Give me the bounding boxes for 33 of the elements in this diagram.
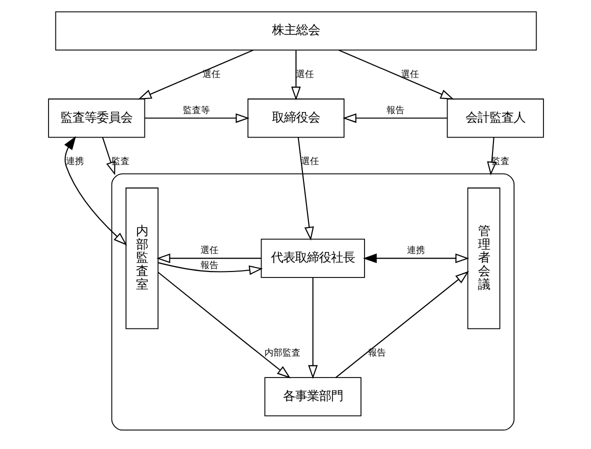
arrow [334,271,468,378]
node-box: 代表取締役社長 [260,238,364,278]
node-box: 各事業部門 [264,377,361,416]
edge-label: 選任 [400,70,418,80]
arrow [362,254,469,264]
arrow [290,50,300,100]
arrow [137,50,253,100]
arrow [338,50,454,100]
arrow [144,113,249,123]
node-box: 監査等委員会 [48,98,145,138]
arrow [156,254,261,264]
edge-label: 報告 [200,261,218,272]
node-box: 会計監査人 [446,98,544,138]
cluster [110,173,514,431]
edge-label: 連携 [406,246,425,256]
arrow [102,137,115,176]
node-box: 株主総会 [54,11,536,50]
node-box: 内部監査室 [125,188,158,330]
node-box: 取締役会 [247,98,344,138]
edge-label: 選任 [295,70,314,80]
arrow [308,278,318,379]
arrow [297,137,314,241]
edge-label: 選任 [200,246,218,256]
edge-label: 監査等 [182,106,210,116]
node-box: 管理者会議 [466,188,500,330]
arrow [157,262,262,275]
edge-label: 選任 [202,70,220,80]
edge-label: 報告 [386,106,404,116]
arrow [342,113,447,123]
arrow [157,272,290,378]
arrow [64,136,127,246]
edge-label: 連携 [66,156,84,167]
edge-label: 内部監査 [264,348,300,358]
